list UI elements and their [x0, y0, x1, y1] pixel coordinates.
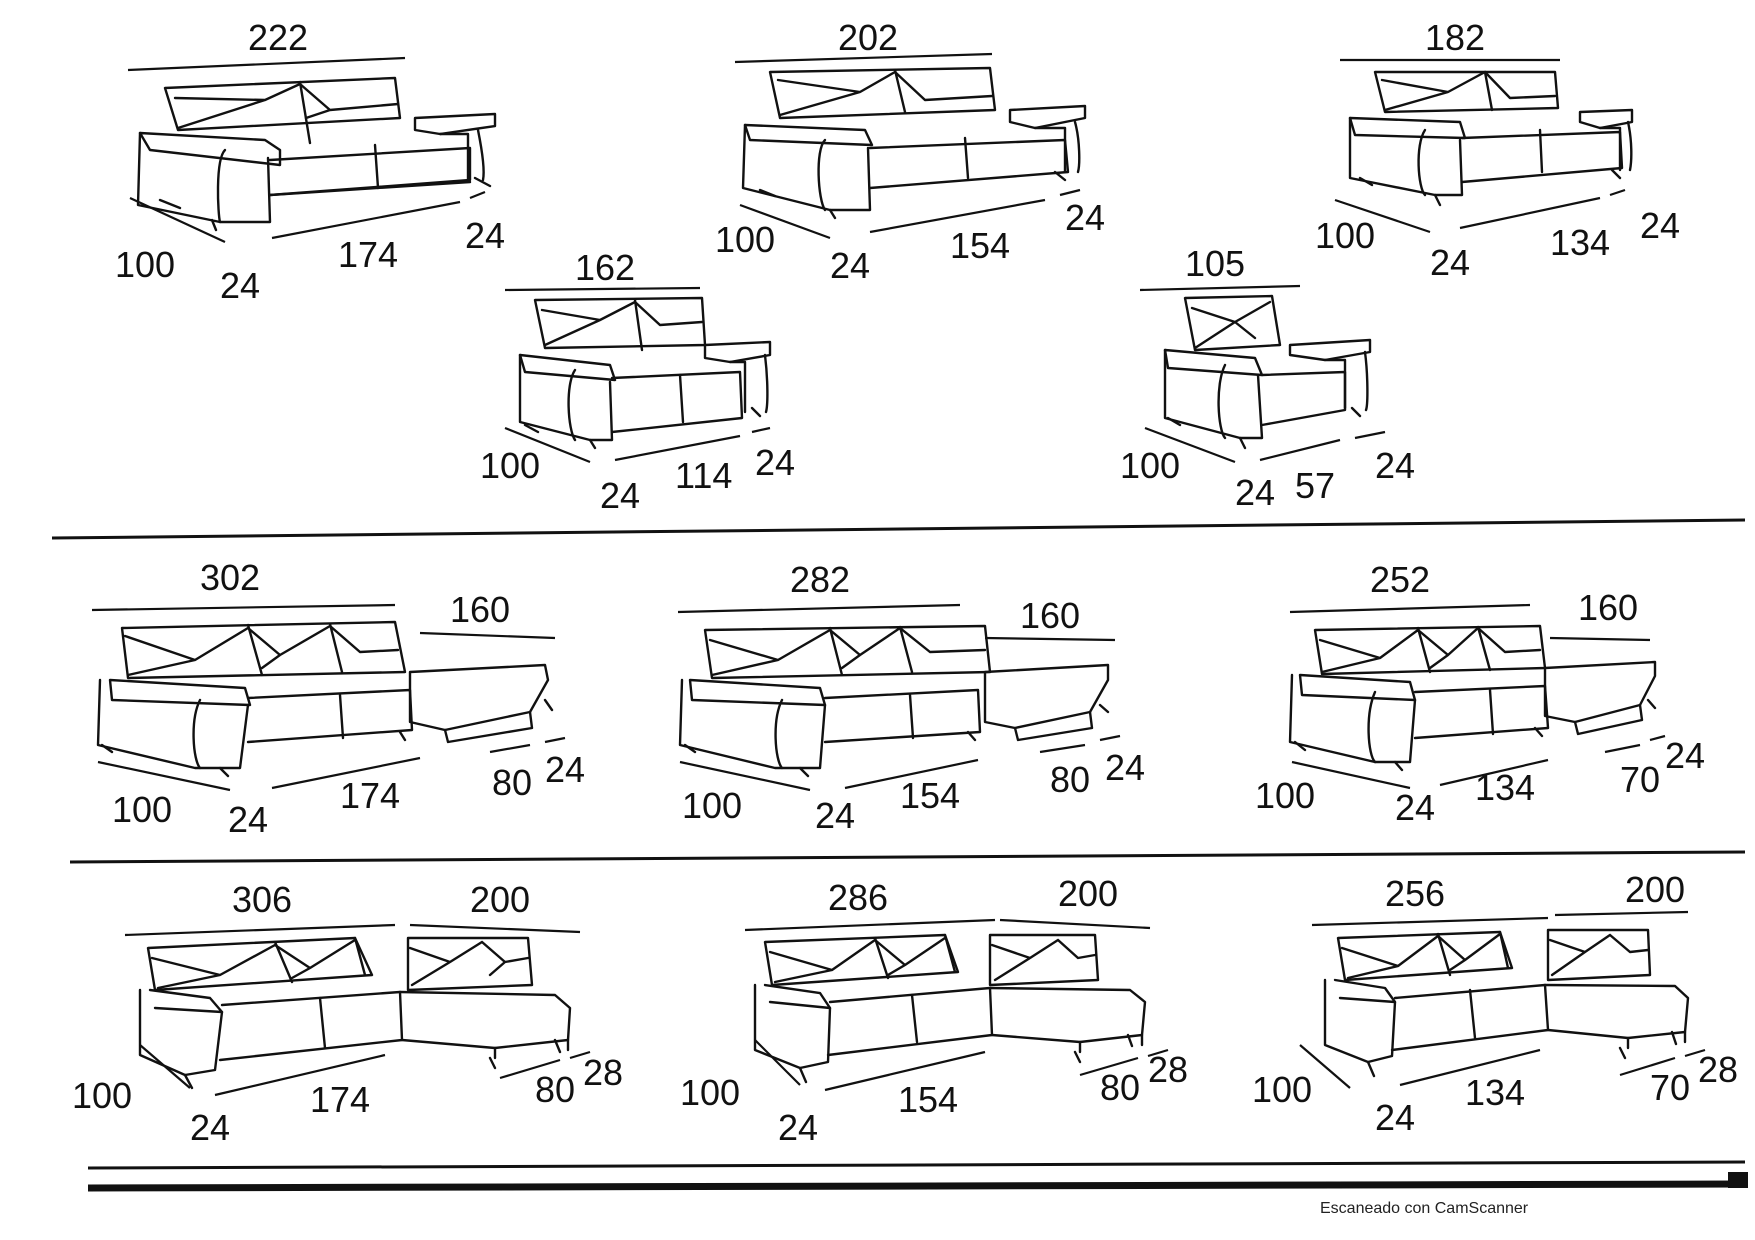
sofa-182: 182 100 24 134 24: [1315, 17, 1680, 283]
dim-seat: 154: [898, 1079, 958, 1120]
dim-top: 256: [1385, 873, 1445, 914]
dim-depth: 100: [1315, 215, 1375, 256]
dim-arm-left: 24: [778, 1107, 818, 1148]
dim-seat: 174: [310, 1079, 370, 1120]
dim-arm-right: 24: [1640, 205, 1680, 246]
dim-seat: 174: [340, 775, 400, 816]
dim-depth: 100: [115, 244, 175, 285]
dim-arm-left: 24: [190, 1107, 230, 1148]
bottom-rule-thin: [87, 1160, 1746, 1170]
rule-end-block: [1728, 1172, 1748, 1188]
dim-top: 282: [790, 559, 850, 600]
section-divider: [69, 850, 1746, 864]
dim-depth: 100: [682, 785, 742, 826]
chaise-sofa-302: 302 160 100 24 174 80 24: [91, 557, 585, 840]
dim-depth: 100: [1120, 445, 1180, 486]
dim-arm-left: 24: [228, 799, 268, 840]
sofa-162: 162 100 24 114 24: [480, 247, 795, 516]
dim-arm-left: 24: [220, 265, 260, 306]
dim-top: 162: [575, 247, 635, 288]
dim-arm-right: 24: [465, 215, 505, 256]
dim-top: 306: [232, 879, 292, 920]
dim-chaise-depth: 80: [535, 1069, 575, 1110]
dim-arm-left: 24: [1395, 787, 1435, 828]
corner-sofa-286: 286 200 100 24 154 80 28: [680, 873, 1188, 1148]
dim-chaise-depth: 70: [1620, 759, 1660, 800]
dim-seat: 134: [1465, 1072, 1525, 1113]
dim-arm-right: 24: [755, 442, 795, 483]
dim-arm-right: 24: [545, 749, 585, 790]
dim-top: 302: [200, 557, 260, 598]
dim-corner: 200: [1058, 873, 1118, 914]
section-divider: [51, 518, 1746, 540]
corner-sofa-306: 306 200 100 24 174 80 28: [72, 879, 623, 1148]
dim-arm-right: 28: [1698, 1049, 1738, 1090]
dim-seat: 134: [1475, 767, 1535, 808]
dim-line-top: [127, 56, 406, 72]
dim-arm-left: 24: [600, 475, 640, 516]
dim-seat: 134: [1550, 222, 1610, 263]
armchair-105: 105 100 24 57 24: [1120, 243, 1415, 513]
dim-seat: 57: [1295, 465, 1335, 506]
dim-arm-left: 24: [815, 795, 855, 836]
corner-sofa-256: 256 200 100 24 134 70 28: [1252, 869, 1738, 1138]
sofa-drawing: [1323, 928, 1690, 1078]
dim-chaise: 160: [1578, 587, 1638, 628]
dim-arm-right: 24: [1065, 197, 1105, 238]
bottom-rule-thick: [87, 1180, 1746, 1192]
dim-chaise-depth: 80: [1100, 1067, 1140, 1108]
sofa-drawing: [1348, 70, 1634, 207]
dim-top: 286: [828, 877, 888, 918]
sofa-drawing: [741, 66, 1087, 220]
sofa-drawing: [96, 620, 554, 778]
sofa-drawing: [518, 296, 772, 450]
chaise-sofa-252: 252 160 100 24 134 70 24: [1255, 559, 1705, 828]
dim-corner: 200: [470, 879, 530, 920]
dim-arm-left: 24: [1375, 1097, 1415, 1138]
dim-top: 252: [1370, 559, 1430, 600]
dim-depth: 100: [480, 445, 540, 486]
dim-depth: 100: [1255, 775, 1315, 816]
dim-top: 202: [838, 17, 898, 58]
dim-chaise-depth: 70: [1650, 1067, 1690, 1108]
sofa-drawing: [678, 624, 1110, 778]
dim-top: 105: [1185, 243, 1245, 284]
dim-depth: 100: [680, 1072, 740, 1113]
dim-corner: 200: [1625, 869, 1685, 910]
dim-seat: 154: [900, 775, 960, 816]
sofa-drawing: [1288, 624, 1657, 772]
dim-arm-right: 28: [1148, 1049, 1188, 1090]
sofa-222: 222 100 24 174 24: [115, 17, 505, 306]
sofa-drawing: [138, 936, 572, 1090]
dim-top: 182: [1425, 17, 1485, 58]
dim-arm-left: 24: [1235, 472, 1275, 513]
dim-depth: 100: [1252, 1069, 1312, 1110]
dim-arm-right: 24: [1665, 735, 1705, 776]
dim-seat: 114: [675, 455, 732, 496]
dim-arm-right: 24: [1105, 747, 1145, 788]
dim-top: 222: [248, 17, 308, 58]
dim-depth: 100: [112, 789, 172, 830]
dim-chaise: 160: [1020, 595, 1080, 636]
sofa-drawing: [753, 933, 1147, 1084]
dim-seat: 174: [338, 234, 398, 275]
dim-chaise-depth: 80: [492, 762, 532, 803]
sofa-drawing: [136, 76, 497, 232]
dim-arm-left: 24: [1430, 242, 1470, 283]
dim-chaise-depth: 80: [1050, 759, 1090, 800]
dim-depth: 100: [72, 1075, 132, 1116]
scanner-watermark: Escaneado con CamScanner: [1320, 1200, 1529, 1217]
chaise-sofa-282: 282 160 100 24 154 80 24: [677, 559, 1145, 836]
sofa-202: 202 100 24 154 24: [715, 17, 1105, 286]
dim-depth: 100: [715, 219, 775, 260]
dim-arm-left: 24: [830, 245, 870, 286]
dim-arm-right: 24: [1375, 445, 1415, 486]
sofa-drawing: [1163, 294, 1372, 450]
dim-arm-right: 28: [583, 1052, 623, 1093]
dim-seat: 154: [950, 225, 1010, 266]
dim-chaise: 160: [450, 589, 510, 630]
